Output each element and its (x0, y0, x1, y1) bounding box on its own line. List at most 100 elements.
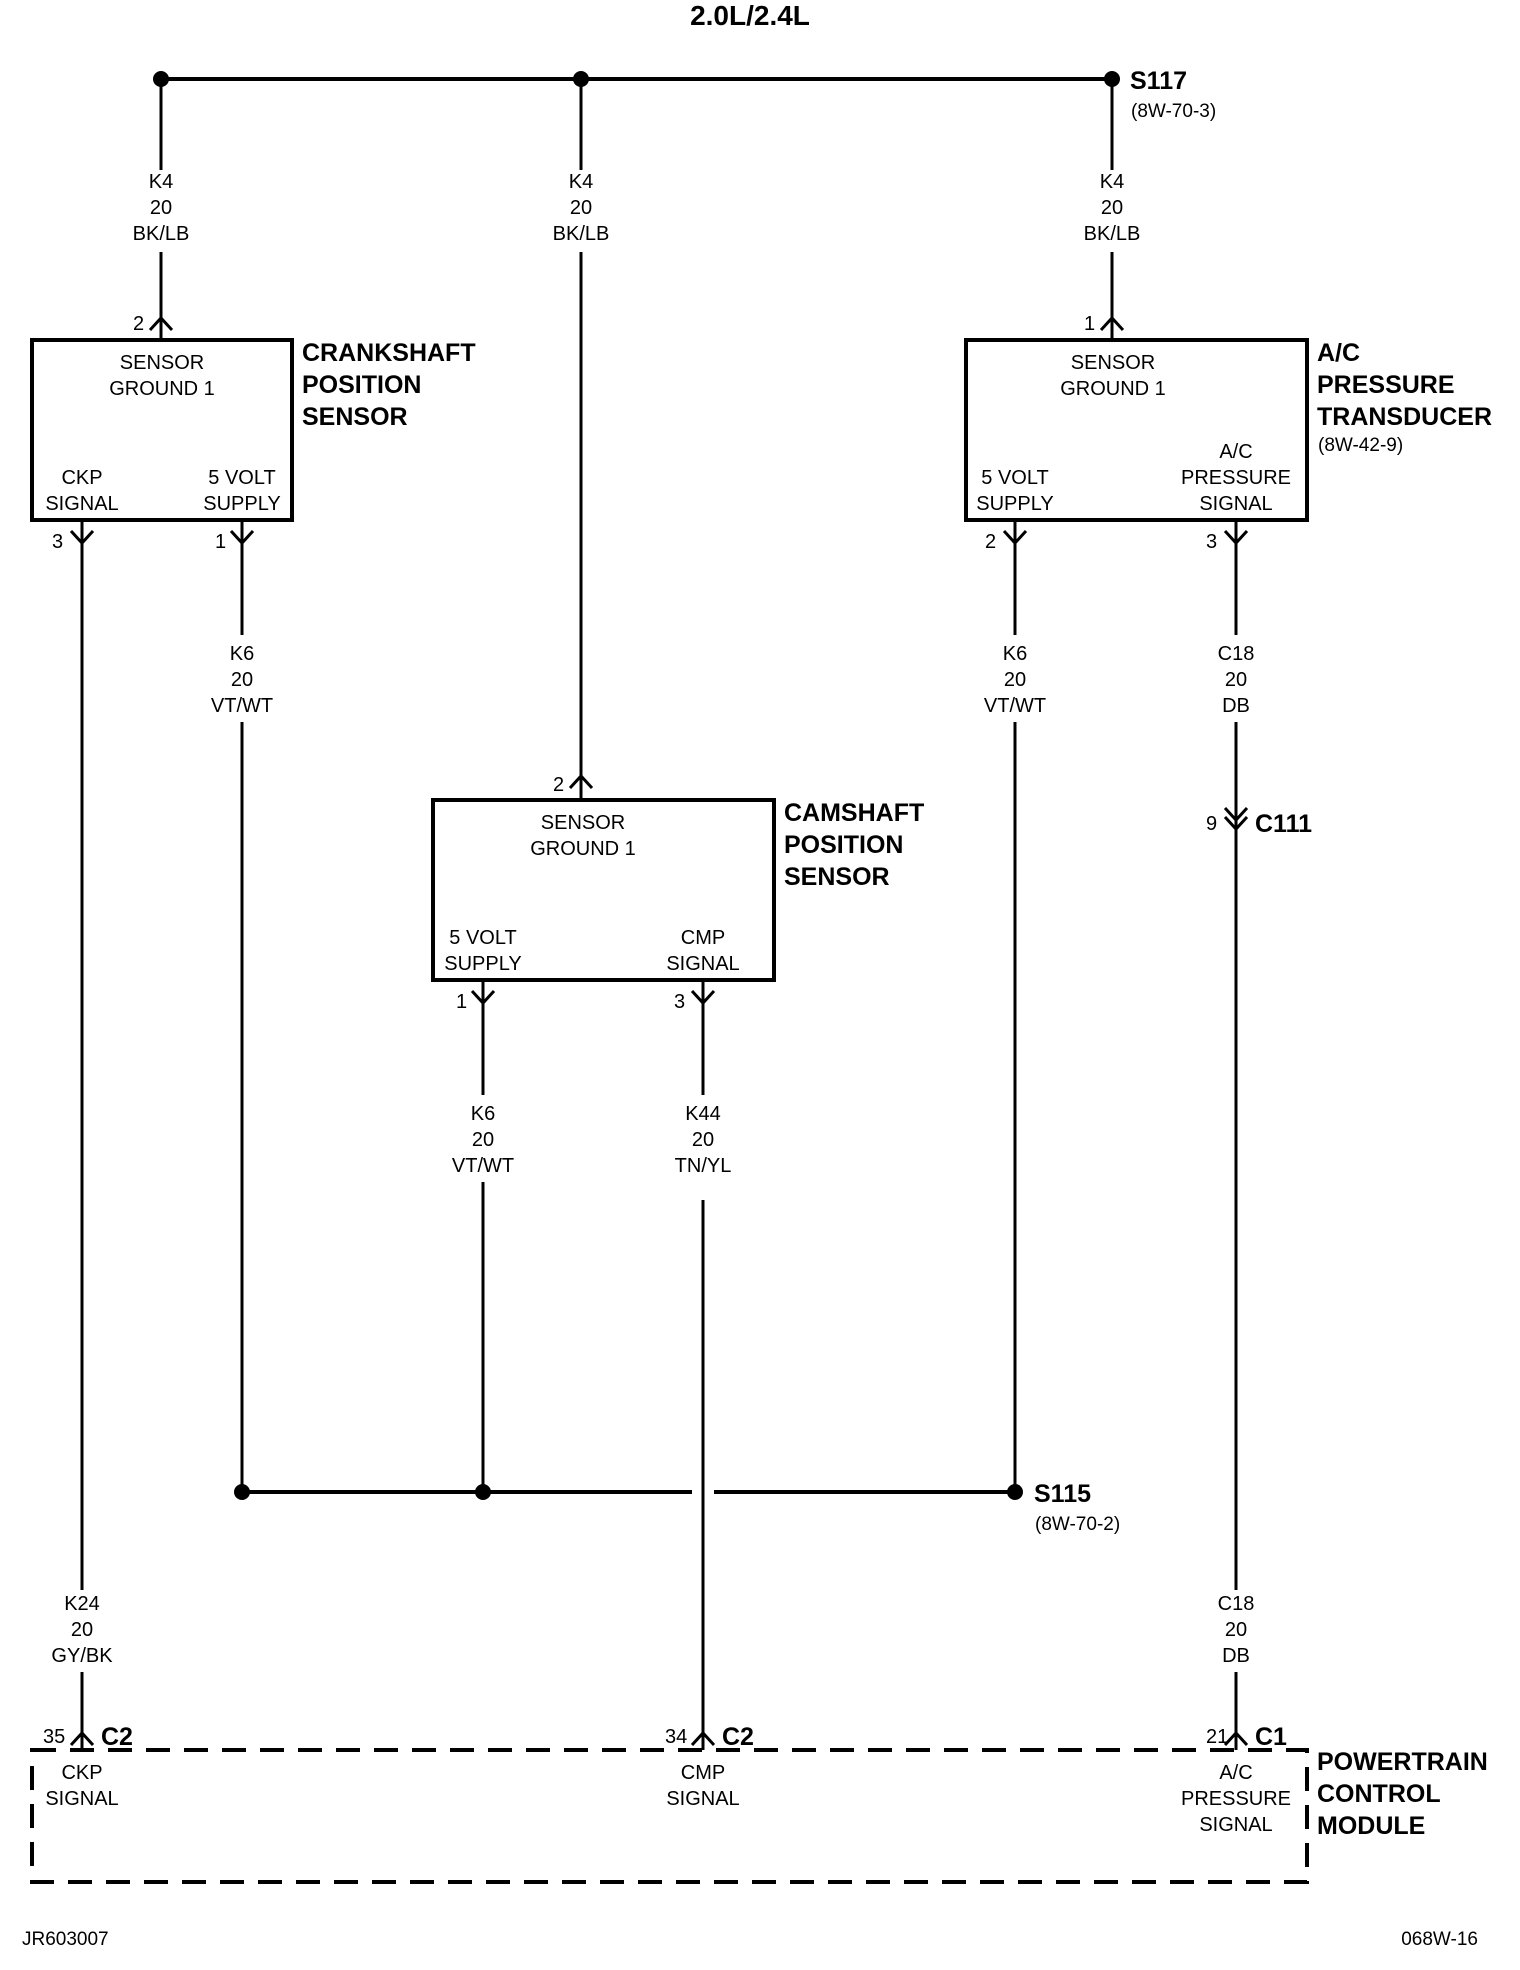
powertrain-control-module: 35 C2 CKP SIGNAL 34 C2 CMP SIGNAL 21 C1 … (30, 1723, 1488, 1884)
wire-circuit: C18 (1218, 643, 1255, 665)
wire-gauge: 20 (1225, 669, 1247, 691)
wire-color: TN/YL (675, 1155, 732, 1177)
pin-number: 1 (1084, 313, 1095, 335)
component-name: CRANKSHAFT (302, 339, 476, 367)
wire-circuit: K6 (471, 1103, 495, 1125)
pcm-dashed-box (30, 1748, 1309, 1884)
ground-bus-s117: S117 (8W-70-3) (153, 67, 1216, 122)
footer-left-code: JR603007 (22, 1929, 109, 1950)
box-label: A/C (1219, 441, 1252, 463)
box-label: GROUND 1 (1060, 378, 1166, 400)
pin-number: 35 (43, 1726, 65, 1748)
wire-k6-left: K6 20 VT/WT (211, 543, 273, 1492)
box-label: SIGNAL (666, 953, 739, 975)
sensor-box (30, 338, 294, 522)
pin-number: 2 (133, 313, 144, 335)
box-label: GROUND 1 (109, 378, 215, 400)
box-label: SENSOR (120, 352, 204, 374)
wire-gauge: 20 (692, 1129, 714, 1151)
supply-bus-s115: S115 (8W-70-2) (234, 1480, 1120, 1535)
pcm-label: A/C (1219, 1762, 1252, 1784)
wire-gauge: 20 (472, 1129, 494, 1151)
wire-circuit: K24 (64, 1593, 100, 1615)
wire-circuit: K4 (149, 171, 173, 193)
wire-k24: K24 20 GY/BK (51, 543, 113, 1733)
splice-dot (234, 1484, 250, 1500)
wire-color: DB (1222, 1645, 1250, 1667)
wire-k6-mid: K6 20 VT/WT (452, 1003, 514, 1492)
component-name: POWERTRAIN (1317, 1748, 1488, 1776)
wire-k4-right: K4 20 BK/LB (1084, 79, 1141, 318)
splice-dot-s115 (1007, 1484, 1023, 1500)
wire-gauge: 20 (150, 197, 172, 219)
pin-number: 34 (665, 1726, 687, 1748)
wire-c18: C18 20 DB C18 20 DB (1218, 543, 1255, 1733)
wire-gauge: 20 (1225, 1619, 1247, 1641)
component-name: TRANSDUCER (1317, 403, 1492, 431)
box-label: CKP (61, 467, 102, 489)
pin-number: 3 (674, 991, 685, 1013)
splice-dot (475, 1484, 491, 1500)
footer-right-code: 068W-16 (1401, 1929, 1478, 1950)
box-label: SENSOR (1071, 352, 1155, 374)
wire-gauge: 20 (570, 197, 592, 219)
wire-color: BK/LB (133, 223, 190, 245)
pin-number: 3 (52, 531, 63, 553)
wire-k44: K44 20 TN/YL (675, 1003, 732, 1733)
pin-number: 9 (1206, 813, 1217, 835)
sensor-box (964, 338, 1309, 522)
component-name: POSITION (302, 371, 421, 399)
wire-color: VT/WT (211, 695, 273, 717)
wire-circuit: C18 (1218, 1593, 1255, 1615)
component-name: SENSOR (302, 403, 408, 431)
component-name: POSITION (784, 831, 903, 859)
camshaft-position-sensor: 2 SENSOR GROUND 1 5 VOLT SUPPLY CMP SIGN… (431, 773, 924, 1013)
wire-k6-right: K6 20 VT/WT (984, 543, 1046, 1492)
pcm-label: CKP (61, 1762, 102, 1784)
component-name: PRESSURE (1317, 371, 1455, 399)
wire-circuit: K4 (1100, 171, 1124, 193)
connector-label: C2 (101, 1723, 133, 1751)
wire-gauge: 20 (1004, 669, 1026, 691)
component-ref: (8W-42-9) (1318, 435, 1403, 456)
connector-chevron-icon (1223, 815, 1249, 832)
wire-circuit: K6 (1003, 643, 1027, 665)
connector-label: C1 (1255, 1723, 1287, 1751)
box-label: SIGNAL (45, 493, 118, 515)
wire-circuit: K4 (569, 171, 593, 193)
wire-gauge: 20 (71, 1619, 93, 1641)
component-name: MODULE (1317, 1812, 1425, 1840)
wire-circuit: K44 (685, 1103, 721, 1125)
pin-number: 1 (456, 991, 467, 1013)
box-label: 5 VOLT (449, 927, 516, 949)
box-label: CMP (681, 927, 725, 949)
wire-k4-left: K4 20 BK/LB (133, 79, 190, 318)
wire-color: BK/LB (1084, 223, 1141, 245)
component-name: CONTROL (1317, 1780, 1441, 1808)
wire-gauge: 20 (231, 669, 253, 691)
crankshaft-position-sensor: 2 SENSOR GROUND 1 CKP SIGNAL 5 VOLT SUPP… (30, 313, 476, 553)
pcm-label: SIGNAL (45, 1788, 118, 1810)
splice-ref-s115: (8W-70-2) (1035, 1514, 1120, 1535)
wire-color: VT/WT (984, 695, 1046, 717)
splice-label-s117: S117 (1130, 67, 1187, 95)
pcm-label: SIGNAL (1199, 1814, 1272, 1836)
pin-number: 2 (553, 774, 564, 796)
diagram-title: 2.0L/2.4L (690, 0, 810, 31)
wire-color: VT/WT (452, 1155, 514, 1177)
box-label: SENSOR (541, 812, 625, 834)
wire-color: BK/LB (553, 223, 610, 245)
box-label: 5 VOLT (208, 467, 275, 489)
connector-label: C2 (722, 1723, 754, 1751)
ac-pressure-transducer: 1 SENSOR GROUND 1 5 VOLT SUPPLY A/C PRES… (964, 313, 1492, 553)
component-name: SENSOR (784, 863, 890, 891)
wire-color: GY/BK (51, 1645, 113, 1667)
component-name: A/C (1317, 339, 1360, 367)
pin-number: 2 (985, 531, 996, 553)
wire-gauge: 20 (1101, 197, 1123, 219)
splice-ref-s117: (8W-70-3) (1131, 101, 1216, 122)
box-label: GROUND 1 (530, 838, 636, 860)
wire-circuit: K6 (230, 643, 254, 665)
pin-number: 1 (215, 531, 226, 553)
